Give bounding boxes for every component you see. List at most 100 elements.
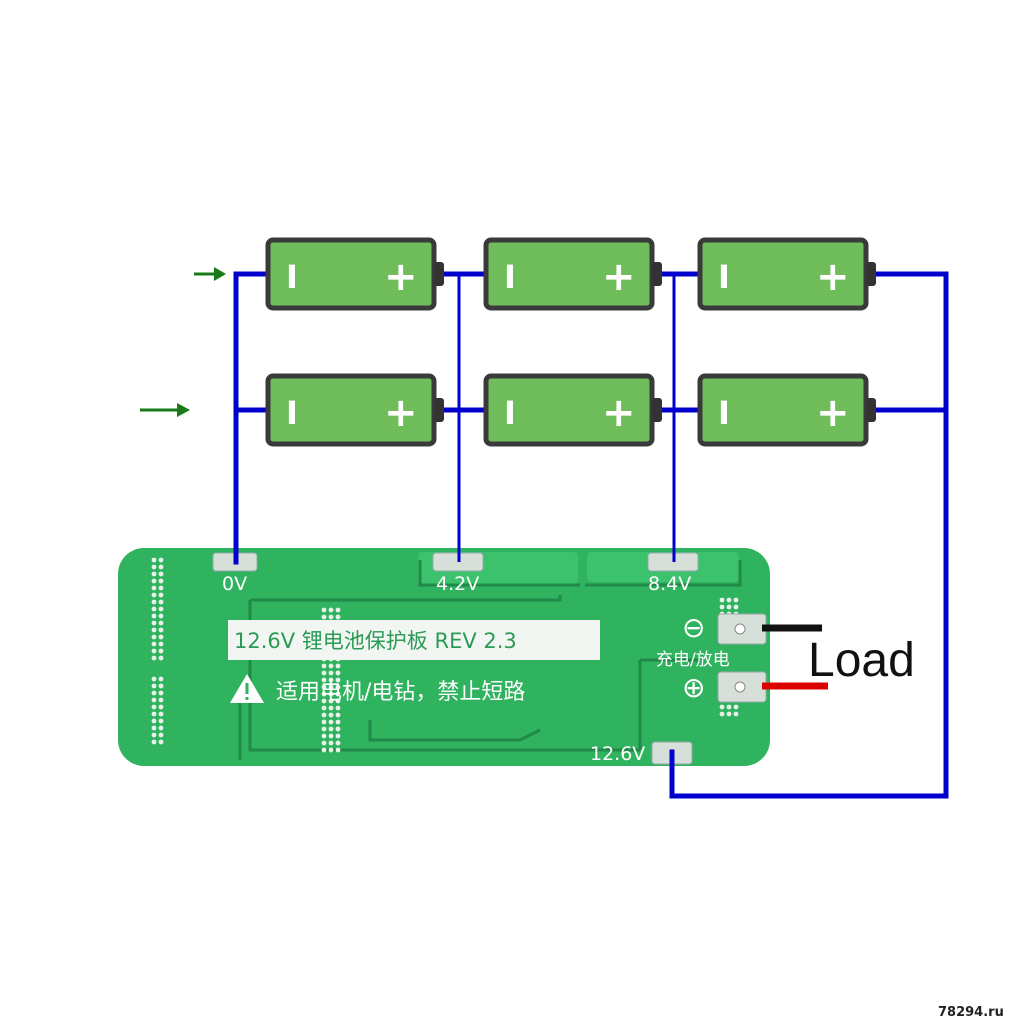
board-via	[321, 691, 327, 697]
board-via	[328, 691, 334, 697]
board-via	[151, 592, 157, 598]
board-via	[158, 641, 164, 647]
watermark: 78294.ru	[938, 1005, 1004, 1020]
board-via	[335, 712, 341, 718]
board-via	[328, 677, 334, 683]
battery-terminal	[652, 262, 662, 286]
board-via	[158, 739, 164, 745]
board-via	[328, 719, 334, 725]
board-via	[158, 571, 164, 577]
battery-icon: I+	[265, 237, 444, 311]
board-via	[158, 732, 164, 738]
board-via	[151, 613, 157, 619]
board-via	[321, 733, 327, 739]
board-warning-text: 适用电机/电钻，禁止短路	[276, 680, 525, 705]
battery-plus-symbol: +	[384, 390, 418, 436]
board-via	[328, 614, 334, 620]
board-via	[335, 663, 341, 669]
board-via	[158, 606, 164, 612]
board-via	[328, 607, 334, 613]
board-via	[151, 627, 157, 633]
board-via	[335, 705, 341, 711]
board-via	[321, 698, 327, 704]
board-via	[158, 627, 164, 633]
battery-minus-symbol: I	[718, 258, 730, 296]
board-via	[335, 733, 341, 739]
board-via	[335, 698, 341, 704]
board-via	[726, 704, 732, 710]
board-via	[328, 670, 334, 676]
board-via	[151, 557, 157, 563]
board-via	[158, 599, 164, 605]
battery-plus-symbol: +	[816, 390, 850, 436]
board-via	[321, 712, 327, 718]
board-via	[335, 691, 341, 697]
board-via	[321, 677, 327, 683]
board-via	[158, 676, 164, 682]
board-via	[321, 663, 327, 669]
board-via	[151, 711, 157, 717]
board-via	[151, 599, 157, 605]
board-via	[726, 604, 732, 610]
board-via	[733, 711, 739, 717]
board-via	[321, 670, 327, 676]
minus-sign: ⊖	[682, 611, 705, 644]
board-via	[158, 592, 164, 598]
board-via	[151, 648, 157, 654]
battery-terminal	[866, 398, 876, 422]
battery-plus-symbol: +	[602, 254, 636, 300]
tap-label-0v: 0V	[222, 573, 247, 595]
battery-terminal	[866, 262, 876, 286]
board-via	[151, 641, 157, 647]
board-title-text: 12.6V 锂电池保护板 REV 2.3	[234, 629, 517, 653]
charge-discharge-label: 充电/放电	[656, 650, 730, 670]
board-via	[151, 739, 157, 745]
board-via	[321, 614, 327, 620]
board-via	[719, 711, 725, 717]
battery-icon: I+	[483, 237, 662, 311]
board-via	[328, 712, 334, 718]
board-via	[321, 747, 327, 753]
board-via	[726, 711, 732, 717]
board-via	[151, 585, 157, 591]
balance-leads	[457, 274, 676, 562]
board-via	[321, 726, 327, 732]
battery-minus-symbol: I	[718, 394, 730, 432]
board-via	[151, 732, 157, 738]
battery-plus-symbol: +	[602, 390, 636, 436]
tap-label-4v2: 4.2V	[436, 573, 479, 595]
board-via	[733, 704, 739, 710]
output-label-12v6: 12.6V	[590, 743, 645, 765]
battery-terminal	[652, 398, 662, 422]
board-via	[158, 697, 164, 703]
board-via	[321, 684, 327, 690]
board-via	[158, 718, 164, 724]
board-via	[158, 620, 164, 626]
protection-board: 0V 4.2V 8.4V 12.6V 锂电池保护板 REV 2.3 适用电机/电…	[118, 548, 770, 766]
battery-icon: I+	[483, 373, 662, 447]
board-via	[151, 564, 157, 570]
battery-plus-symbol: +	[384, 254, 418, 300]
board-via	[335, 677, 341, 683]
board-via	[151, 571, 157, 577]
board-via	[328, 726, 334, 732]
board-via	[151, 683, 157, 689]
battery-minus-symbol: I	[286, 394, 298, 432]
board-via	[158, 578, 164, 584]
battery-terminal	[434, 398, 444, 422]
board-via	[158, 683, 164, 689]
board-via	[151, 620, 157, 626]
tap-label-8v4: 8.4V	[648, 573, 691, 595]
board-via	[733, 604, 739, 610]
board-via	[158, 725, 164, 731]
battery-minus-symbol: I	[504, 258, 516, 296]
battery-plus-symbol: +	[816, 254, 850, 300]
board-via	[158, 613, 164, 619]
battery-terminal	[434, 262, 444, 286]
board-via	[151, 606, 157, 612]
battery-icon: I+	[697, 237, 876, 311]
board-via	[158, 690, 164, 696]
board-label-panel	[228, 620, 600, 660]
board-via	[328, 747, 334, 753]
board-via	[328, 733, 334, 739]
